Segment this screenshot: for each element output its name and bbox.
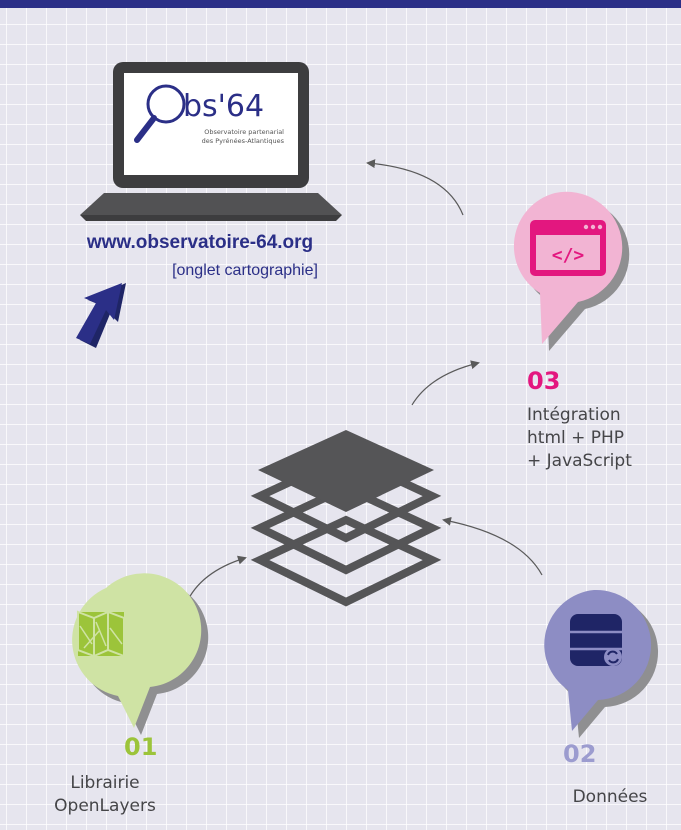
bubble-01 (72, 573, 209, 735)
bubble-02 (544, 589, 659, 738)
arrow-01-to-layers (185, 555, 247, 605)
logo-text: bs'64 (183, 89, 264, 124)
logo-subtitle-line1: Observatoire partenarial (204, 128, 284, 136)
arrow-03-to-website (366, 159, 464, 216)
step-01-label: Librairie OpenLayers (54, 773, 156, 816)
stacked-layers-icon (250, 430, 442, 607)
website-url[interactable]: www.observatoire-64.org (86, 232, 314, 253)
code-window-icon: </> (530, 220, 606, 276)
bubble-03: </> (513, 191, 630, 351)
step-01-number: 01 (124, 733, 158, 761)
logo-subtitle-line2: des Pyrénées-Atlantiques (202, 137, 285, 145)
laptop-icon: bs'64 Observatoire partenarial des Pyrén… (80, 62, 342, 221)
top-bar (0, 0, 681, 8)
step-02-label: Données (572, 787, 648, 807)
map-icon (77, 610, 125, 658)
magnifier-logo-icon (134, 84, 186, 143)
website-tab-label: [onglet cartographie] (172, 262, 318, 279)
step-02-number: 02 (563, 740, 597, 768)
arrow-02-to-layers (442, 516, 543, 576)
step-03-number: 03 (527, 367, 561, 395)
arrow-layers-to-03 (411, 360, 480, 406)
mouse-pointer-icon (76, 283, 126, 348)
database-icon (570, 614, 622, 666)
svg-text:</>: </> (552, 245, 585, 266)
step-03-label: Intégration html + PHP + JavaScript (527, 405, 632, 471)
